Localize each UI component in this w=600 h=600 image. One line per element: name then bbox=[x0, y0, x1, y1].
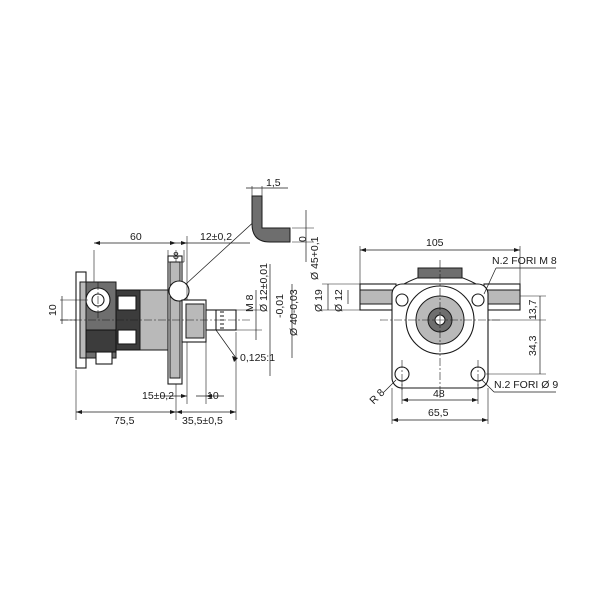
front-view-dimensions: 105 N.2 FORI M 8 Ø 19 Ø 12 13,7 34,3 R 8… bbox=[313, 237, 558, 424]
dim-10: 10 bbox=[47, 304, 59, 316]
dim-10-bottom: 10 bbox=[207, 390, 219, 402]
dim-15-tol: 15±0,2 bbox=[142, 390, 174, 402]
dim-8: 8 bbox=[173, 250, 179, 262]
dim-105: 105 bbox=[426, 237, 444, 249]
dim-d40-tol: -0,01 bbox=[274, 294, 286, 318]
side-view bbox=[60, 255, 250, 385]
side-view-dimensions: 60 12±0,2 8 10 M 8 Ø 12±0,01 -0,01 Ø 40-… bbox=[47, 217, 300, 427]
dim-65-5: 65,5 bbox=[428, 407, 449, 419]
dim-m8: M 8 bbox=[244, 294, 256, 312]
front-view bbox=[359, 260, 521, 400]
dim-34-3: 34,3 bbox=[527, 335, 539, 356]
note-fori-d9: N.2 FORI Ø 9 bbox=[494, 379, 558, 391]
dim-48: 48 bbox=[433, 388, 445, 400]
dim-d40: Ø 40-0,03 bbox=[288, 289, 300, 336]
dim-60: 60 bbox=[130, 231, 142, 243]
dim-taper: 0,125:1 bbox=[240, 352, 275, 364]
note-fori-m8: N.2 FORI M 8 bbox=[492, 255, 557, 267]
dim-12-tol: 12±0,2 bbox=[200, 231, 232, 243]
dim-d12: Ø 12±0,01 bbox=[258, 263, 270, 312]
dim-75-5: 75,5 bbox=[114, 415, 135, 427]
dim-d19: Ø 19 bbox=[313, 289, 325, 312]
dim-1-5: 1,5 bbox=[266, 177, 281, 189]
dim-d12-front: Ø 12 bbox=[333, 289, 345, 312]
dim-d45: Ø 45+0,1 bbox=[309, 236, 321, 280]
dim-13-7: 13,7 bbox=[527, 299, 539, 320]
dim-35-5-tol: 35,5±0,5 bbox=[182, 415, 223, 427]
dim-d45-zero: 0 bbox=[297, 236, 309, 242]
section-detail: 1,5 Ø 45+0,1 0 bbox=[246, 177, 321, 280]
dim-r8: R 8 bbox=[367, 387, 387, 407]
